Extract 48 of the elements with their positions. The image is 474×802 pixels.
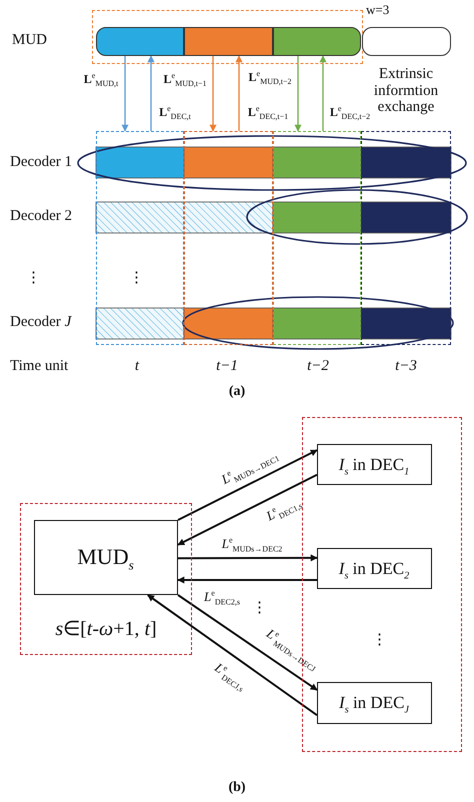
node-label: s∈[t-ω+1, t] — [54, 619, 158, 639]
text-label: ⋮ — [252, 600, 267, 616]
window-box — [92, 10, 363, 64]
arrow — [294, 56, 302, 132]
text-label: t−2 — [307, 358, 329, 374]
process-box — [316, 444, 432, 484]
mud-segment — [362, 27, 451, 56]
text-label: t−3 — [395, 358, 417, 374]
group-box — [20, 503, 192, 655]
text-label: Extrinsic informtion exchange — [372, 66, 440, 116]
mud-segment — [184, 26, 272, 56]
text-label: Decoder 2 — [10, 208, 72, 224]
text-label: MUD — [12, 32, 48, 48]
node-label: I$_{s}$ in DEC$_{1}$ — [338, 456, 410, 478]
arrow — [178, 554, 318, 562]
text-label: ⋮ — [129, 270, 144, 286]
decoder-column — [96, 131, 184, 345]
text-label: Decoder 1 — [10, 154, 72, 170]
arrow — [177, 474, 318, 546]
caption: (b) — [228, 780, 246, 796]
arrow — [147, 594, 318, 716]
arrow — [148, 55, 154, 131]
text-label: Decoder J — [10, 314, 72, 330]
caption: (a) — [228, 384, 246, 400]
arrow — [236, 55, 242, 131]
text-label: Time unit — [10, 358, 68, 374]
mud-segment — [96, 26, 184, 56]
process-box — [316, 682, 432, 724]
text-label: w=3 — [366, 3, 390, 18]
arrow — [177, 576, 317, 584]
text-label: t — [134, 358, 140, 374]
arrow — [177, 594, 318, 691]
arrow — [122, 56, 129, 132]
arrow — [319, 55, 326, 131]
process-box — [34, 520, 178, 594]
node-label: I$_{s}$ in DEC$_{J}$ — [338, 694, 410, 716]
mud-segment — [272, 26, 360, 56]
arrow — [178, 449, 318, 521]
decoder-column — [184, 131, 273, 345]
node-label: MUD$_{s}$ — [76, 546, 135, 572]
text-label: ⋮ — [26, 270, 41, 286]
arrow — [210, 56, 217, 132]
decoder-column — [273, 131, 361, 345]
node-label: I$_{s}$ in DEC$_{2}$ — [338, 560, 410, 582]
text-label: ⋮ — [372, 632, 387, 648]
text-label: t−1 — [216, 358, 238, 374]
decoder-column — [361, 131, 451, 345]
process-box — [316, 548, 432, 588]
